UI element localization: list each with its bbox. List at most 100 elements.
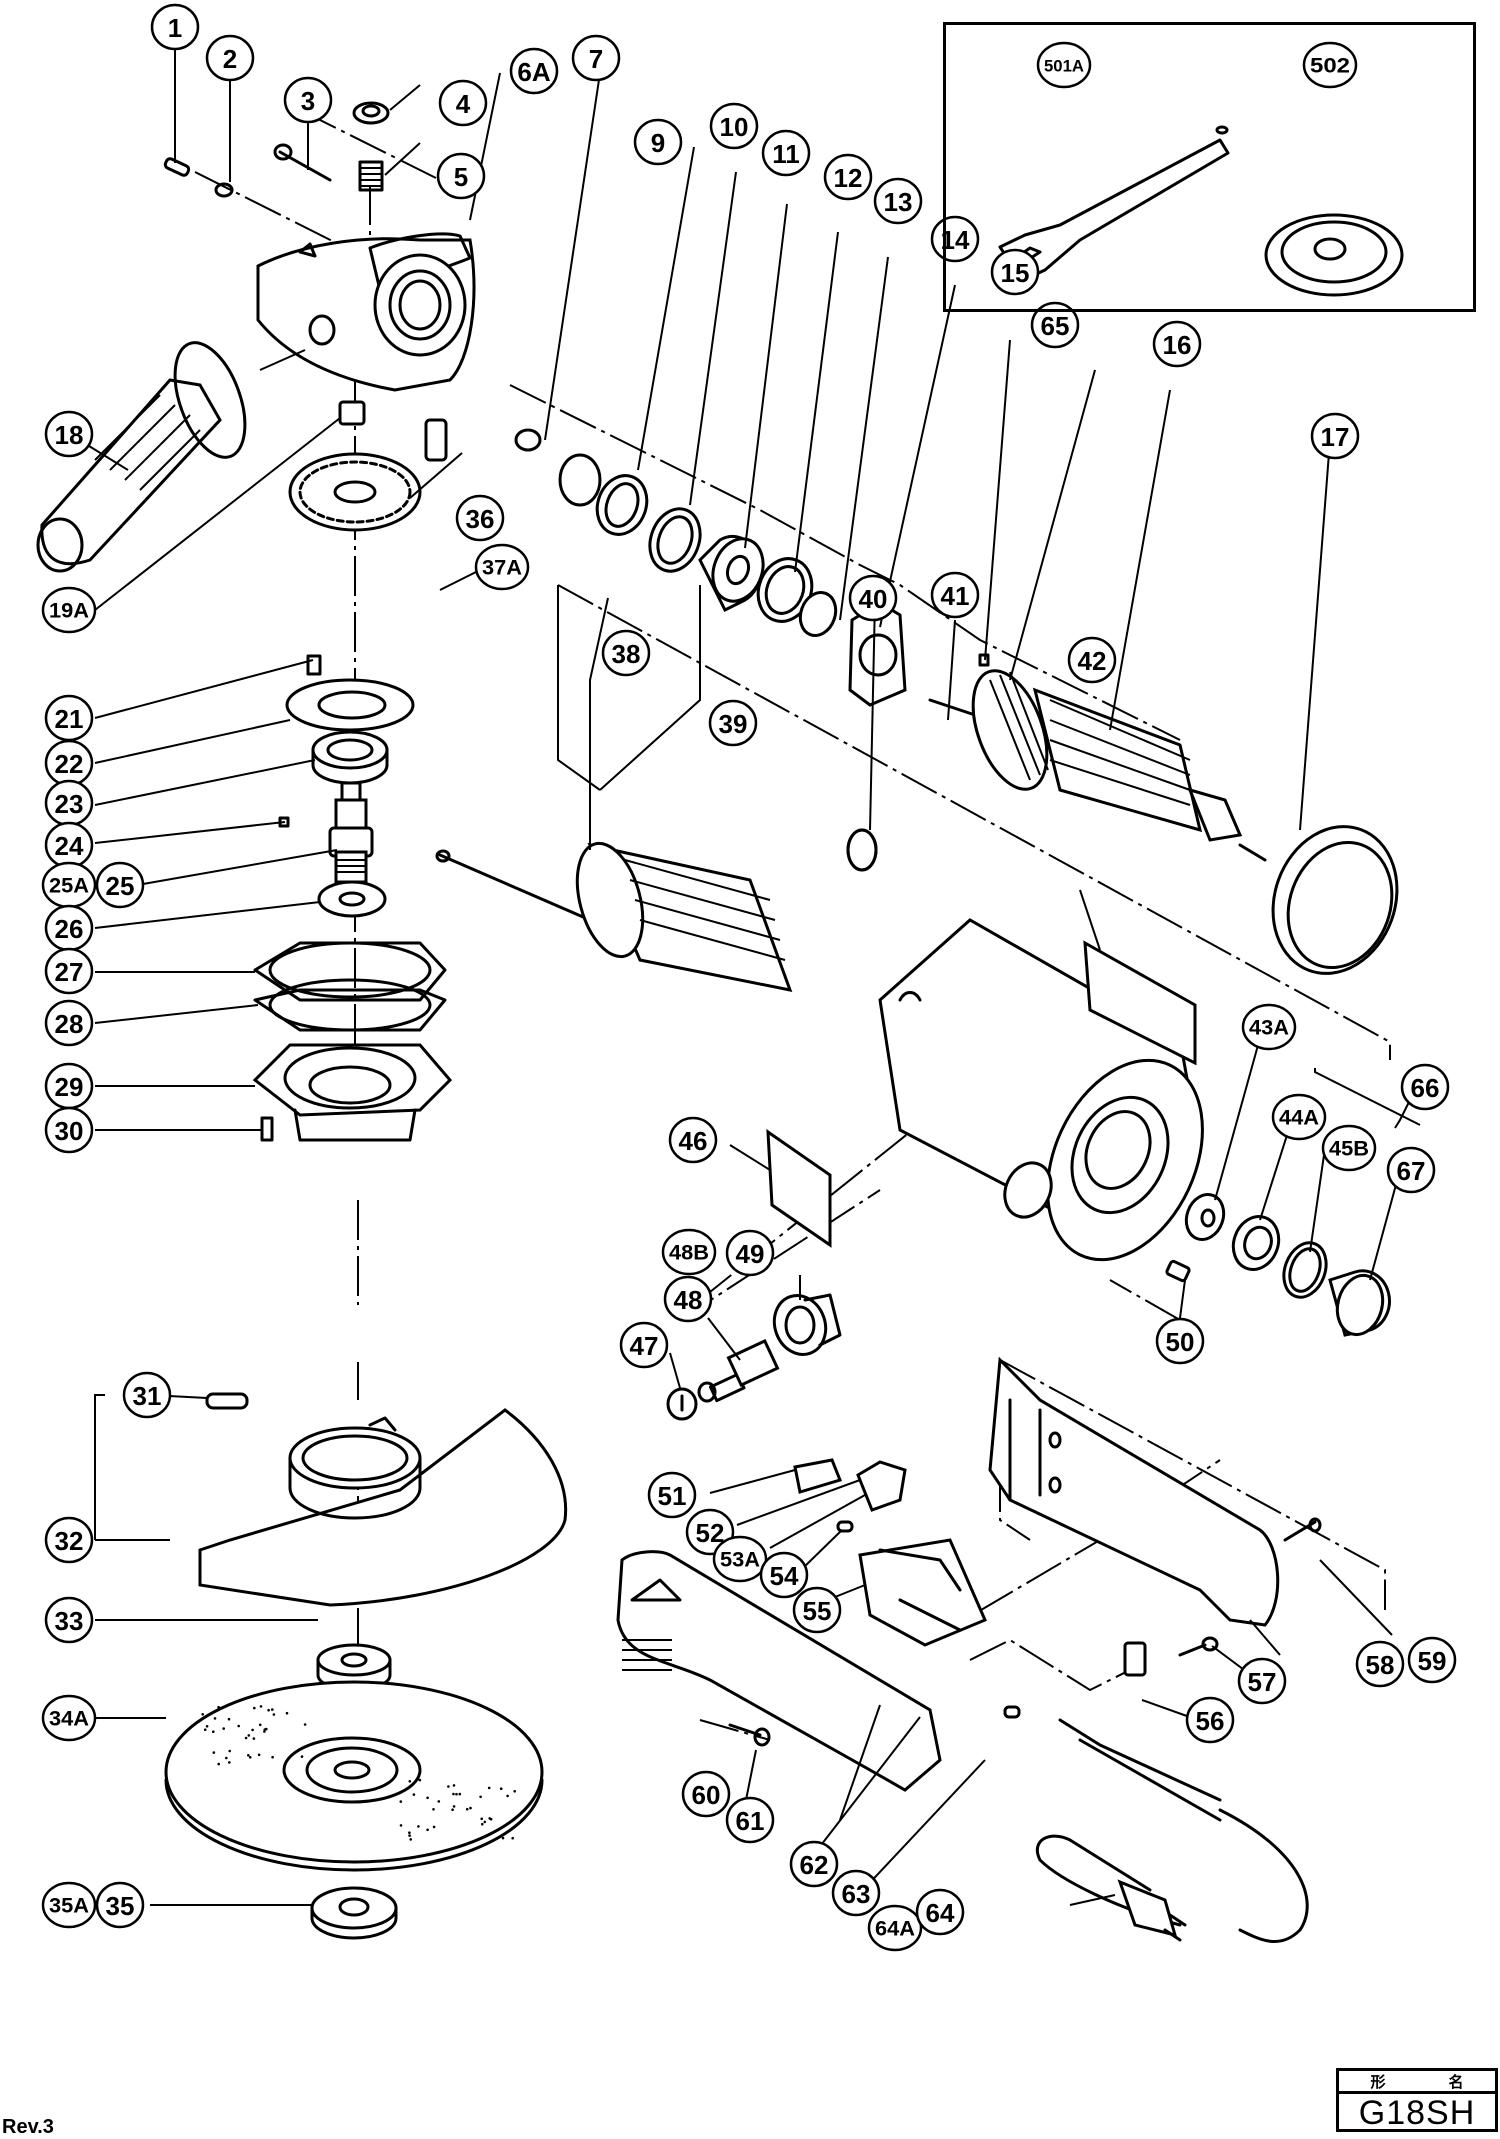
callout-1: 1 — [150, 3, 200, 51]
callout-number: 35 — [106, 1891, 135, 1921]
callout-circle — [44, 1596, 94, 1644]
callout-16: 16 — [1152, 320, 1202, 368]
callout-67: 67 — [1386, 1146, 1436, 1194]
callout-circle — [95, 1881, 145, 1929]
wrench-501a — [998, 125, 1230, 279]
callout-circle — [1321, 1124, 1377, 1172]
wheel-guard-32 — [198, 1392, 568, 1607]
leader-lines — [88, 45, 1421, 1906]
callout-18: 18 — [44, 410, 94, 458]
felt-washer-26 — [317, 880, 387, 918]
callout-40: 40 — [848, 574, 898, 622]
callout-circle — [792, 1586, 842, 1634]
callout-number: 27 — [55, 957, 84, 987]
abrasive-dot — [426, 1796, 429, 1800]
abrasive-dot — [513, 1790, 516, 1793]
abrasive-dot — [251, 1728, 254, 1732]
callout-64: 64 — [915, 1888, 965, 1936]
callout-12: 12 — [823, 153, 873, 201]
callout-circle — [668, 1116, 718, 1164]
callout-47: 47 — [619, 1321, 669, 1369]
abrasive-dot — [212, 1730, 215, 1733]
callout-number: 63 — [842, 1879, 871, 1909]
abrasive-dot — [217, 1705, 220, 1709]
wheel-washer-502 — [1264, 213, 1404, 297]
callout-number: 55 — [803, 1596, 832, 1626]
callout-number: 52 — [696, 1518, 725, 1548]
callout-number: 4 — [456, 89, 471, 119]
callout-circle — [633, 118, 683, 166]
callout-circle — [44, 999, 94, 1047]
callout-number: 47 — [630, 1331, 659, 1361]
callout-number: 6A — [517, 57, 550, 87]
callout-number: 41 — [941, 581, 970, 611]
housing-41 — [878, 918, 1204, 1262]
ball-bearing-23 — [311, 730, 389, 785]
abrasive-dot — [499, 1787, 503, 1790]
abrasive-dot — [455, 1792, 458, 1796]
callout-53a: 53A — [712, 1535, 768, 1583]
callout-circle — [681, 1770, 731, 1818]
callout-circle — [41, 1694, 97, 1742]
abrasive-dot — [488, 1817, 492, 1820]
callout-2: 2 — [205, 34, 255, 82]
callout-43a: 43A — [1241, 1003, 1297, 1051]
callout-number: 38 — [612, 639, 641, 669]
abrasive-dot — [417, 1825, 420, 1828]
callout-35: 35 — [95, 1881, 145, 1929]
model-title-block: 形 名 G18SH — [1336, 2068, 1498, 2132]
callout-number: 1 — [168, 13, 182, 43]
callout-circle — [283, 76, 333, 124]
callout-circle — [1302, 41, 1358, 89]
abrasive-dot — [217, 1762, 220, 1766]
callout-circle — [1030, 301, 1080, 349]
packing-27-gasket-28 — [253, 941, 447, 1032]
brush-assembly — [666, 1259, 1191, 1421]
callout-number: 40 — [859, 584, 888, 614]
callout-circle — [647, 1471, 697, 1519]
callout-46: 46 — [668, 1116, 718, 1164]
rear-bearing-set — [1184, 1193, 1391, 1337]
callout-number: 48B — [669, 1242, 709, 1265]
callout-circle — [867, 1904, 923, 1952]
callout-number: 3 — [301, 86, 315, 116]
callout-circle — [1310, 412, 1360, 460]
abrasive-dot — [225, 1756, 228, 1760]
o-ring-40 — [846, 828, 878, 872]
abrasive-dot — [432, 1825, 436, 1829]
callout-54: 54 — [759, 1551, 809, 1599]
abrasive-dot — [228, 1761, 231, 1764]
callout-number: 45B — [1329, 1138, 1369, 1161]
abrasive-dot — [501, 1836, 505, 1840]
abrasive-dot — [511, 1836, 514, 1840]
callout-45b: 45B — [1321, 1124, 1377, 1172]
abrasive-dot — [244, 1736, 248, 1740]
armature-16 — [928, 669, 1267, 862]
abrasive-dot — [432, 1808, 435, 1811]
abrasive-texture — [201, 1705, 516, 1841]
callout-6a: 6A — [509, 47, 559, 95]
callout-circle — [709, 102, 759, 150]
hardware-1-2-3-4-5 — [163, 101, 390, 198]
callout-number: 66 — [1411, 1073, 1440, 1103]
callout-59: 59 — [1407, 1636, 1457, 1684]
abrasive-dot — [452, 1805, 456, 1808]
abrasive-dot — [506, 1794, 509, 1798]
handle-half-61 — [616, 1550, 942, 1792]
callout-26: 26 — [44, 904, 94, 952]
callout-33: 33 — [44, 1596, 94, 1644]
callout-4: 4 — [438, 79, 488, 127]
callout-number: 7 — [589, 44, 603, 74]
abrasive-dot — [447, 1785, 450, 1788]
abrasive-dot — [201, 1713, 204, 1716]
abrasive-dot — [300, 1755, 304, 1758]
callout-39: 39 — [708, 699, 758, 747]
callout-circle — [44, 1516, 94, 1564]
callout-circle — [601, 629, 651, 677]
spindle-25 — [278, 781, 374, 884]
abrasive-dot — [237, 1724, 240, 1728]
callout-circle — [1155, 1317, 1205, 1365]
callout-number: 65 — [1041, 311, 1070, 341]
callout-circle — [44, 947, 94, 995]
callout-number: 13 — [884, 187, 913, 217]
